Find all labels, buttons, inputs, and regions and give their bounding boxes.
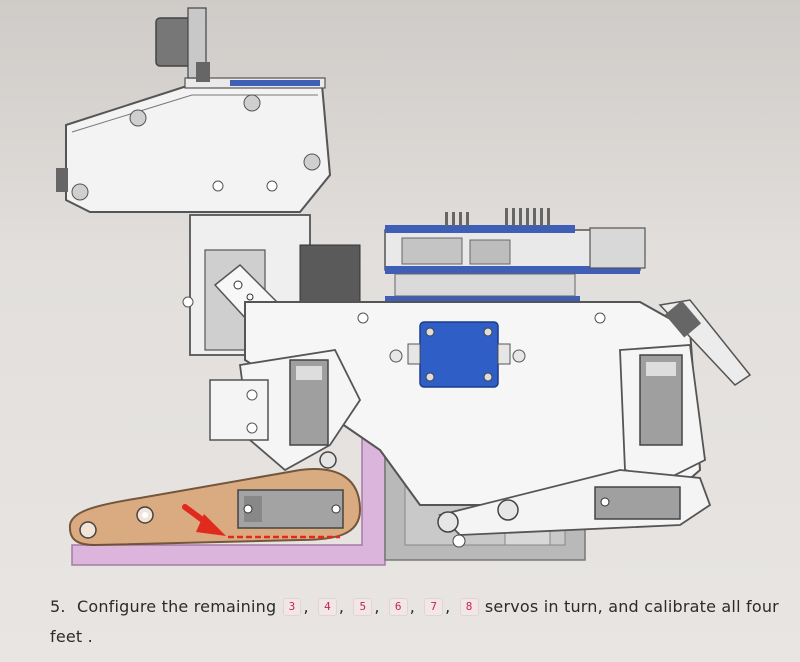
servo-id-3: 3 — [282, 598, 302, 616]
instruction-text-after: servos in turn, and calibrate all four — [484, 597, 779, 616]
servo-id-5: 5 — [353, 598, 373, 616]
rear-upper-leg — [619, 344, 706, 481]
front-lower-leg-highlight — [68, 451, 362, 547]
pcb-stack — [384, 208, 646, 303]
front-upper-leg — [209, 349, 362, 472]
robot-dog-diagram — [56, 7, 752, 566]
rear-lower-leg — [437, 469, 712, 548]
servo-id-4: 4 — [318, 598, 337, 616]
step-number: 5. — [50, 597, 66, 616]
calibration-arrow — [182, 504, 340, 539]
servo-id-6: 6 — [388, 598, 408, 616]
robot-diagram-svg — [56, 7, 752, 566]
servo-id-8: 8 — [459, 598, 479, 616]
robot-head — [56, 7, 332, 213]
robot-body — [244, 299, 752, 506]
servo-id-7: 7 — [424, 598, 444, 616]
instruction-text-line2: feet . — [50, 627, 93, 646]
instruction-step: 5. Configure the remaining 3, 4, 5, 6, 7… — [50, 597, 779, 646]
instruction-text-before: Configure the remaining — [76, 597, 277, 616]
